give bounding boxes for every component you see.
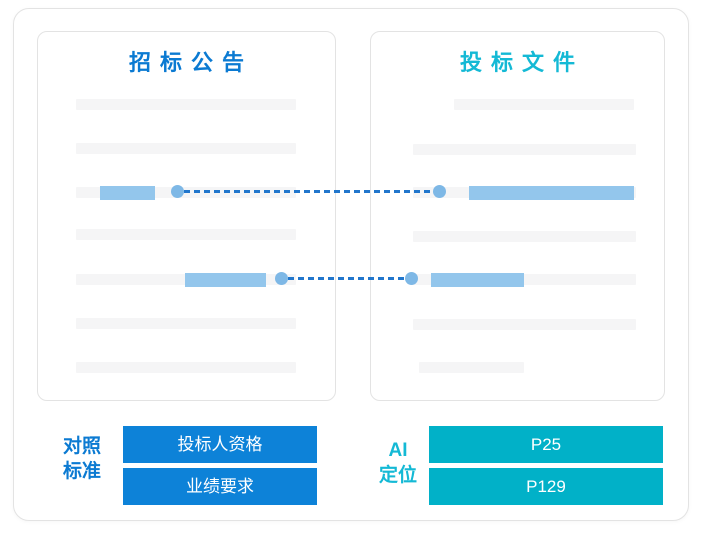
connector-dot-right-2 (405, 272, 418, 285)
doc-line-matched-2 (76, 272, 296, 287)
doc-line (76, 229, 296, 240)
compare-standard-label-line1: 对照 (62, 436, 101, 457)
doc-line (76, 143, 296, 154)
tender-announcement-doc: 招标公告 (37, 31, 336, 401)
bid-document-doc: 投标文件 (370, 31, 665, 401)
doc-line-matched-2 (413, 272, 636, 287)
right-doc-title: 投标文件 (459, 50, 584, 75)
connector-dashed-line-1 (184, 190, 434, 193)
connector-dot-left-2 (275, 272, 288, 285)
doc-line (76, 99, 296, 110)
compare-standard-label-line2: 标准 (62, 461, 101, 482)
ai-locate-label: AI 定位 (370, 438, 426, 488)
matched-text-highlight (431, 272, 524, 287)
compare-standard-label: 对照 标准 (52, 434, 112, 484)
ai-locate-label-line1: AI (388, 440, 408, 461)
ai-locate-buttons-stack: P25 P129 (429, 426, 663, 510)
doc-line (419, 362, 524, 373)
doc-line (413, 144, 636, 155)
compare-item-bidder-qualification[interactable]: 投标人资格 (123, 426, 317, 463)
left-doc-title: 招标公告 (128, 50, 253, 75)
matched-text-highlight (100, 185, 155, 200)
matched-text-highlight (469, 185, 634, 200)
ai-locate-page-p129[interactable]: P129 (429, 468, 663, 505)
doc-line (413, 319, 636, 330)
doc-line (76, 318, 296, 329)
ai-locate-page-p25[interactable]: P25 (429, 426, 663, 463)
compare-item-performance-requirement[interactable]: 业绩要求 (123, 468, 317, 505)
doc-line (76, 362, 296, 373)
connector-dashed-line-2 (288, 277, 406, 280)
connector-dot-left-1 (171, 185, 184, 198)
connector-dot-right-1 (433, 185, 446, 198)
diagram-frame: 招标公告 投标文件 (13, 8, 689, 521)
doc-line-matched-1 (413, 185, 636, 200)
matched-text-highlight (185, 272, 266, 287)
compare-buttons-stack: 投标人资格 业绩要求 (123, 426, 317, 510)
doc-line (454, 99, 634, 110)
doc-line (413, 231, 636, 242)
ai-locate-label-line2: 定位 (378, 465, 417, 486)
